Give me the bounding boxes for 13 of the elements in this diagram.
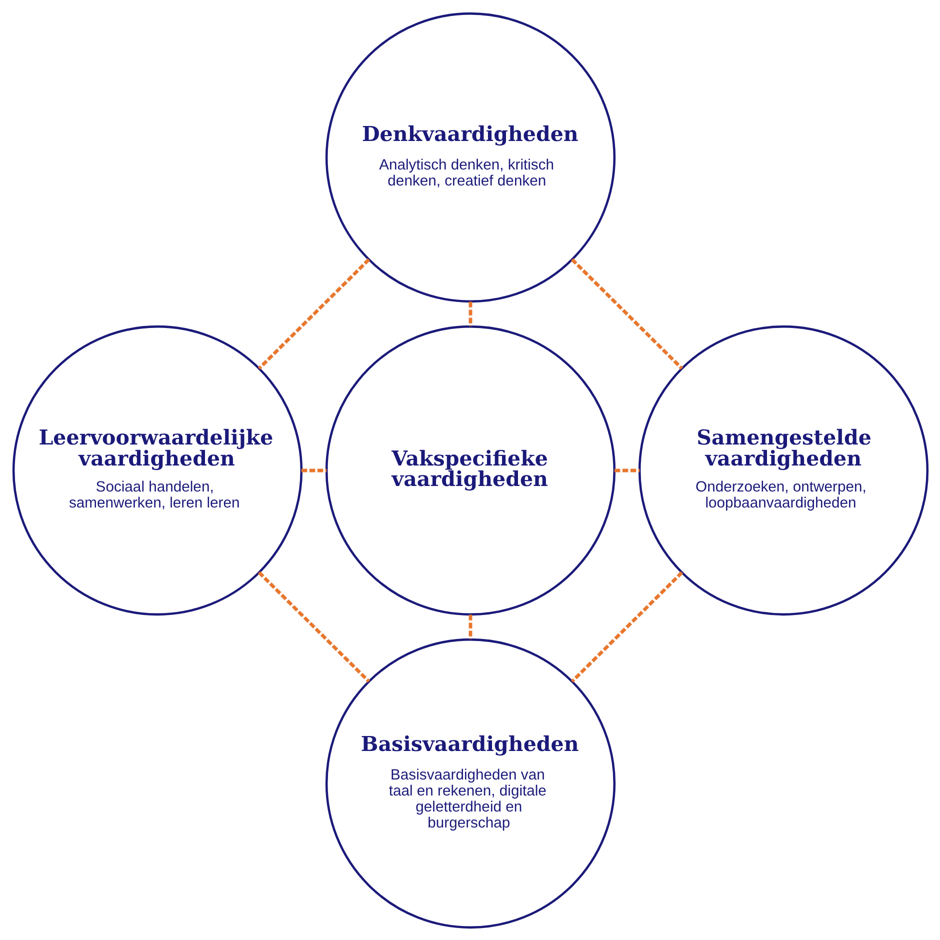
node-circle: Samengestelde vaardigheden Onderzoeken, ontwerpen, loopbaanvaardigheden	[638, 324, 928, 616]
connector	[570, 570, 683, 682]
connector	[468, 301, 472, 326]
connector	[570, 258, 683, 370]
connector	[468, 614, 472, 639]
connector	[614, 468, 640, 472]
connector	[300, 468, 326, 472]
node-circle: Leervoorwaardelijke vaardigheden Sociaal handelen, samenwerken, leren leren	[12, 324, 302, 616]
connector	[257, 570, 370, 682]
node-circle: Vakspecifieke vaardigheden	[324, 324, 616, 616]
node-circle: Basisvaardigheden Basisvaardigheden van taal en rekenen, digitale geletterdheid en burgerschap	[324, 638, 616, 928]
connector	[257, 258, 370, 370]
node-circle: Denkvaardigheden Analytisch denken, kritisch denken, creatief denken	[324, 12, 616, 302]
